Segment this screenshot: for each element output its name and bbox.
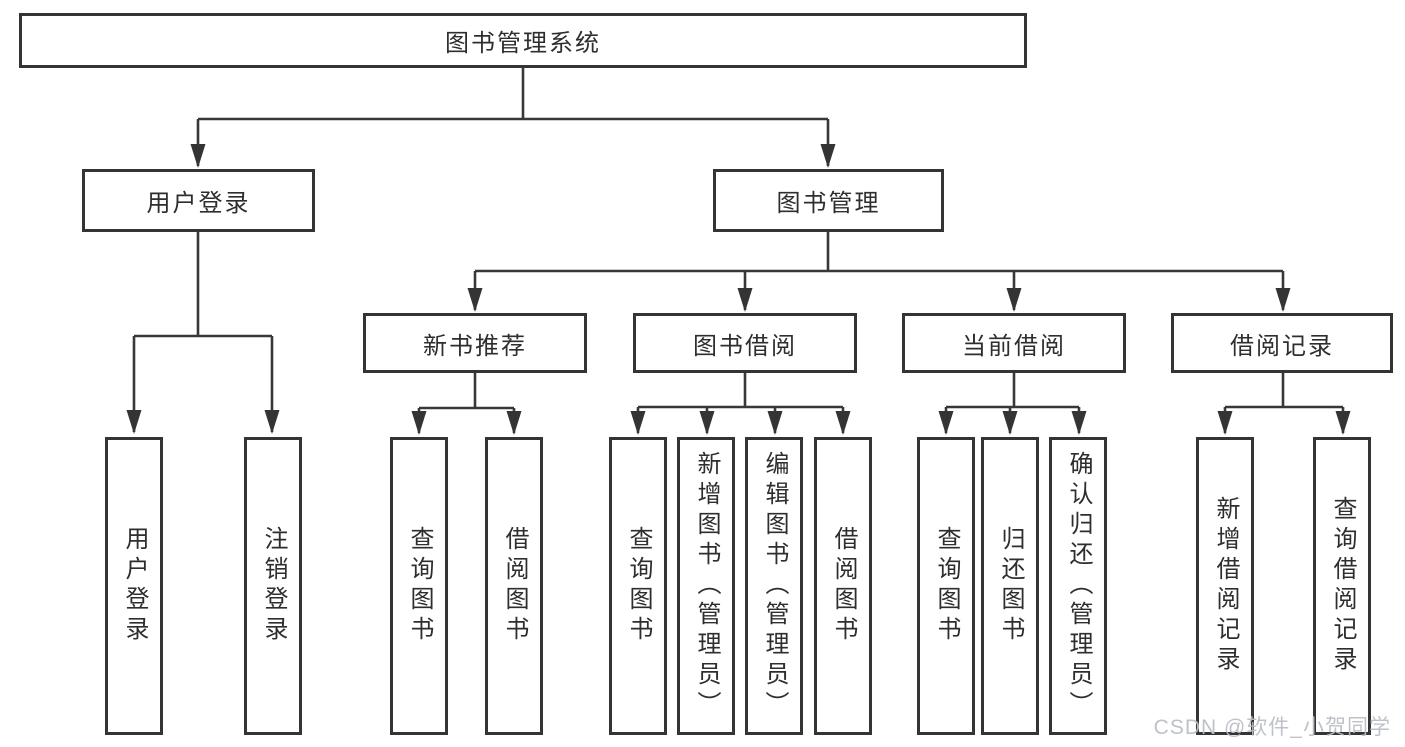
- leaf-query-books-current-label: 查询图书: [933, 526, 960, 646]
- node-library-system-label: 图书管理系统: [445, 30, 601, 57]
- node-current-borrow-label: 当前借阅: [962, 332, 1066, 360]
- node-borrow-records-label: 借阅记录: [1230, 332, 1334, 360]
- node-current-borrow: 当前借阅: [902, 313, 1126, 373]
- leaf-add-book-admin-label: 新增图书（管理员）: [693, 451, 720, 721]
- csdn-watermark: CSDN @软件_小贺同学: [1153, 716, 1391, 739]
- leaf-add-borrow-record: 新增借阅记录: [1196, 437, 1254, 735]
- leaf-logout-label: 注销登录: [260, 526, 287, 646]
- node-new-book-recommend-label: 新书推荐: [423, 332, 527, 360]
- leaf-query-books-recommend: 查询图书: [390, 437, 448, 735]
- node-book-borrow-label: 图书借阅: [693, 332, 797, 360]
- leaf-query-books-recommend-label: 查询图书: [406, 526, 433, 646]
- node-book-management: 图书管理: [713, 169, 944, 232]
- leaf-borrow-books-recommend: 借阅图书: [485, 437, 543, 735]
- node-book-borrow: 图书借阅: [633, 313, 857, 373]
- leaf-query-books-borrow-label: 查询图书: [625, 526, 652, 646]
- node-new-book-recommend: 新书推荐: [363, 313, 587, 373]
- leaf-confirm-return-admin-label: 确认归还（管理员）: [1065, 451, 1092, 721]
- leaf-borrow-books-label: 借阅图书: [830, 526, 857, 646]
- leaf-query-books-borrow: 查询图书: [609, 437, 667, 735]
- leaf-logout: 注销登录: [244, 437, 302, 735]
- node-library-system: 图书管理系统: [19, 13, 1027, 68]
- node-borrow-records: 借阅记录: [1171, 313, 1393, 373]
- node-user-login: 用户登录: [82, 169, 315, 232]
- leaf-return-books: 归还图书: [981, 437, 1039, 735]
- leaf-user-login: 用户登录: [105, 437, 163, 735]
- node-user-login-label: 用户登录: [146, 190, 251, 217]
- leaf-borrow-books: 借阅图书: [814, 437, 872, 735]
- leaf-return-books-label: 归还图书: [997, 526, 1024, 646]
- leaf-confirm-return-admin: 确认归还（管理员）: [1049, 437, 1107, 735]
- node-book-management-label: 图书管理: [776, 190, 881, 217]
- leaf-user-login-label: 用户登录: [121, 526, 148, 646]
- leaf-borrow-books-recommend-label: 借阅图书: [501, 526, 528, 646]
- leaf-add-book-admin: 新增图书（管理员）: [677, 437, 735, 735]
- leaf-add-borrow-record-label: 新增借阅记录: [1212, 496, 1239, 676]
- leaf-edit-book-admin-label: 编辑图书（管理员）: [761, 451, 788, 721]
- leaf-query-borrow-record: 查询借阅记录: [1313, 437, 1371, 735]
- leaf-query-books-current: 查询图书: [917, 437, 975, 735]
- leaf-query-borrow-record-label: 查询借阅记录: [1329, 496, 1356, 676]
- leaf-edit-book-admin: 编辑图书（管理员）: [745, 437, 803, 735]
